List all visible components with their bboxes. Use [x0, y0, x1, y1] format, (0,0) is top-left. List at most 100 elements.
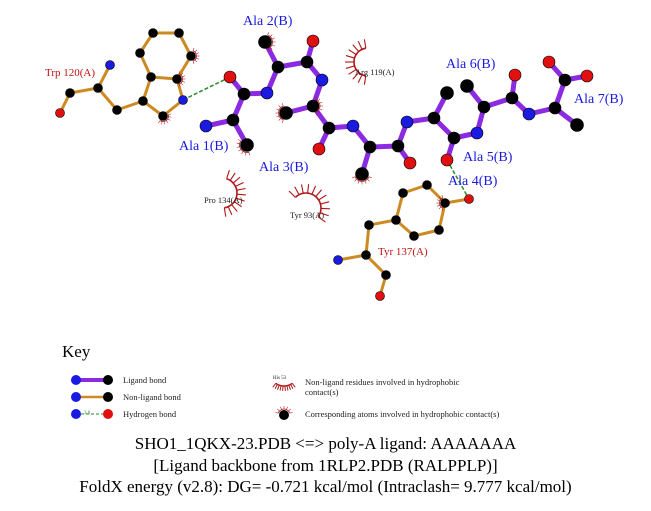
hydrophobic-spoke [317, 98, 321, 102]
oxygen-atom [55, 108, 65, 118]
oxygen-atom [464, 194, 474, 204]
nitrogen-atom [470, 126, 484, 140]
hydrophobic-spoke [192, 61, 195, 65]
hydrophobic-spoke [166, 120, 169, 124]
hydrophobic-spoke [223, 207, 227, 217]
hydrophobic-spoke [315, 112, 317, 116]
nitrogen-atom [346, 119, 360, 133]
carbon-atom [460, 79, 474, 93]
footer-title: SHO1_1QKX-23.PDB <=> poly-A ligand: AAAA… [134, 434, 517, 453]
hydrophobic-arc [275, 382, 293, 387]
hydrophobic-arc [277, 408, 291, 414]
hydrophobic-spoke [229, 172, 236, 181]
carbon-atom [158, 111, 168, 121]
hydrophobic-spoke [161, 121, 163, 125]
hydrophobic-spoke [348, 49, 357, 55]
hydrophobic-spoke [286, 385, 289, 391]
carbon-atom [427, 111, 441, 125]
key-atom [103, 392, 113, 402]
hydrophobic-spoke [241, 151, 244, 155]
carbon-atom [226, 113, 240, 127]
carbon-atom [355, 167, 369, 181]
carbon-atom [434, 225, 444, 235]
hydrophobic-spoke [317, 110, 321, 114]
hydrophobic-spoke [248, 152, 250, 156]
key-atom [71, 375, 81, 385]
carbon-atom [65, 88, 75, 98]
hydrophobic-spoke [317, 216, 326, 223]
hydrophobic-spoke [270, 47, 273, 50]
nitrogen-atom [178, 95, 188, 105]
hydrophobic-spoke [352, 72, 360, 80]
carbon-atom [477, 100, 491, 114]
carbon-atom [148, 28, 158, 38]
hydrophobic-spoke [281, 103, 284, 107]
nitrogen-atom [315, 73, 329, 87]
oxygen-atom [440, 153, 454, 167]
hydrophobic-spoke [364, 180, 367, 184]
carbon-atom [172, 74, 182, 84]
carbon-atom [271, 60, 285, 74]
footer-energy: FoldX energy (v2.8): DG= -0.721 kcal/mol… [79, 477, 572, 496]
carbon-atom [505, 91, 519, 105]
hydrophobic-contact-mark [315, 96, 323, 116]
hydrogen-bond [446, 159, 470, 200]
hydrophobic-spoke [363, 75, 367, 85]
hydrophobic-contact-mark [275, 103, 284, 123]
hydrophobic-spoke [163, 121, 166, 125]
key-hydrophobic-example-label: His 53 [273, 376, 287, 381]
nonligand-bond [96, 87, 119, 111]
hydrophobic-spoke [236, 142, 240, 144]
hydrophobic-spoke [286, 406, 288, 410]
hydrophobic-spoke [291, 383, 296, 388]
hydrophobic-spoke [318, 194, 327, 201]
key-atom [103, 375, 113, 385]
hydrophobic-spoke [367, 179, 370, 182]
hydrogen-bond [182, 76, 231, 101]
hydrophobic-spoke [194, 49, 198, 53]
key-hydrogen-bond-label: Hydrogen bond [123, 409, 177, 419]
nitrogen-atom [199, 119, 213, 133]
hydrophobic-spoke [275, 411, 279, 414]
hydrophobic-spoke [368, 176, 372, 179]
hydrophobic-spoke [278, 105, 281, 108]
hydrophobic-arc [278, 105, 284, 121]
carbon-atom [146, 72, 156, 82]
hydrophobic-arc [224, 177, 238, 209]
key-nonligand-bond-label: Non-ligand bond [123, 392, 181, 402]
hydrophobic-spoke [226, 170, 230, 179]
hydrophobic-spoke [357, 40, 363, 50]
nitrogen-atom [333, 255, 343, 265]
key-atom [71, 392, 81, 402]
oxygen-atom [580, 69, 594, 83]
hydrophobic-spoke [315, 96, 317, 100]
hydrophobic-spoke [319, 101, 323, 104]
carbon-atom [237, 87, 251, 101]
hydrophobic-spoke [438, 206, 442, 210]
hydrophobic-spoke [288, 384, 291, 391]
key-contact-mark [275, 406, 293, 414]
nonligand-bond [364, 224, 371, 256]
residue-label-tyr137: Tyr 137(A) [378, 246, 428, 258]
hydrophobic-spoke [441, 208, 444, 212]
hydrophobic-spoke [158, 120, 161, 124]
hydrophobic-spoke [363, 39, 367, 49]
carbon-atom [138, 96, 148, 106]
hydrophobic-spoke [267, 32, 270, 36]
hydrophobic-spoke [280, 406, 282, 410]
carbon-atom [240, 138, 254, 152]
hydrophobic-contact-mark [158, 113, 172, 125]
hydrophobic-spoke [278, 118, 281, 121]
hydrophobic-spoke [276, 108, 280, 111]
hydrophobic-spoke [168, 113, 172, 115]
carbon-atom [558, 73, 572, 87]
oxygen-atom [312, 142, 326, 156]
key-hydrophobic-residues-label: Non-ligand residues involved in hydropho… [305, 377, 460, 397]
hydrophobic-spoke [271, 44, 275, 47]
hydrophobic-arc-arg119 [345, 39, 367, 85]
hydrophobic-spoke [194, 59, 198, 63]
key-hbond-length: 3.0 [84, 411, 91, 416]
hydrophobic-spoke [276, 115, 280, 118]
carbon-atom [361, 250, 371, 260]
